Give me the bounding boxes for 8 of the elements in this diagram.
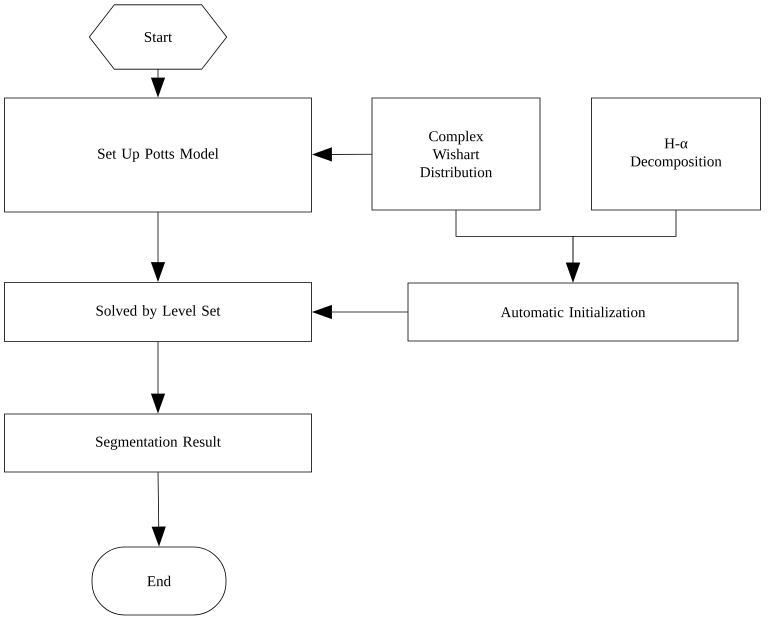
process-box: Automatic Initialization [408, 282, 738, 342]
process-box: Complex Wishart Distribution [372, 98, 540, 210]
process-box: H-α Decomposition [591, 98, 761, 210]
start-terminator: Start [88, 4, 228, 70]
process-box: Solved by Level Set [4, 282, 312, 342]
process-box: Set Up Potts Model [4, 98, 312, 212]
end-terminator: End [92, 546, 226, 616]
process-box: Segmentation Result [4, 414, 312, 472]
